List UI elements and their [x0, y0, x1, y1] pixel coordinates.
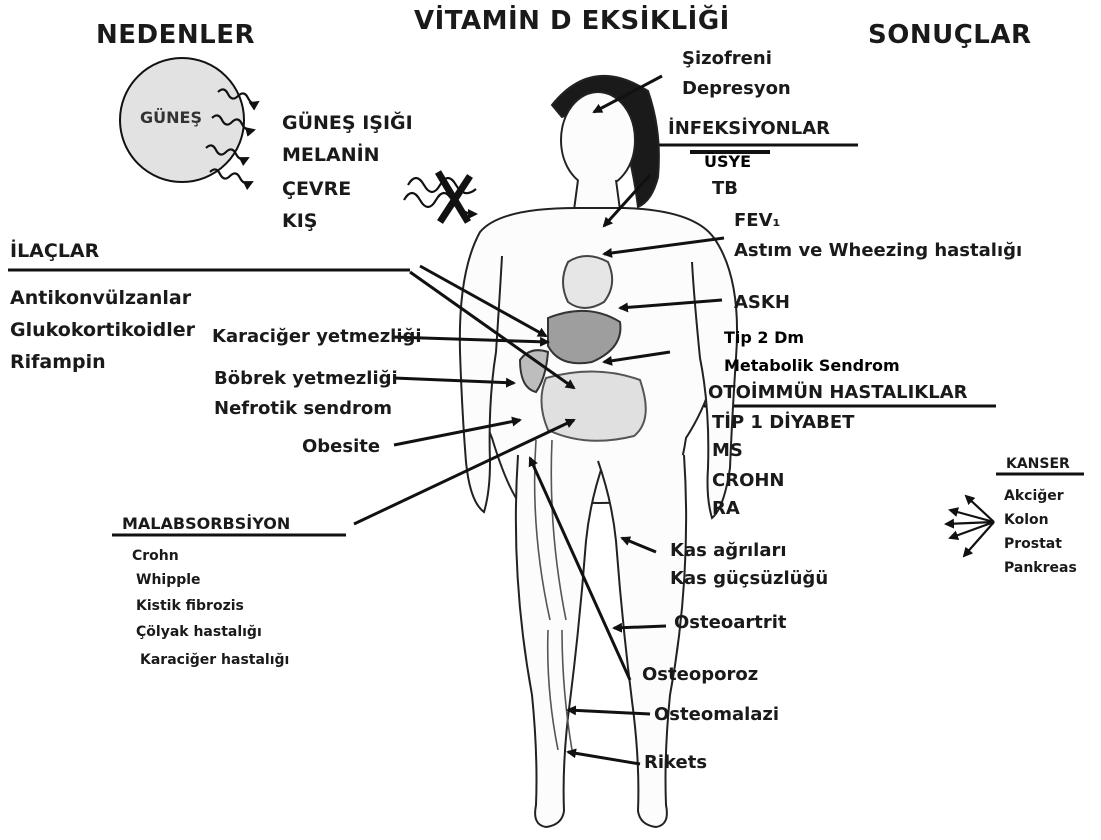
liver-cause: Karaciğer yetmezliği [212, 326, 422, 347]
malabsorption-item: Çölyak hastalığı [136, 624, 262, 640]
drug-item: Antikonvülzanlar [10, 287, 191, 309]
autoimmune-item: TİP 1 DİYABET [712, 412, 854, 433]
metabolic-result: Metabolik Sendrom [724, 356, 900, 375]
cancer-arrows [946, 496, 994, 556]
cardio-result: ASKH [734, 292, 790, 313]
lung-result: FEV₁ [734, 210, 780, 231]
autoimmune-item: MS [712, 440, 743, 461]
cancer-item: Prostat [1004, 536, 1062, 552]
metabolic-result: Tip 2 Dm [724, 328, 804, 347]
infection-item: ÜSYE [704, 152, 751, 171]
obesity-cause: Obesite [302, 436, 380, 457]
blocked-sunlight-icon [404, 172, 476, 222]
autoimmune-item: CROHN [712, 470, 785, 491]
cancer-item: Pankreas [1004, 560, 1077, 576]
kidney-cause: Nefrotik sendrom [214, 398, 392, 419]
causes-heading: NEDENLER [96, 20, 255, 50]
drug-item: Rifampin [10, 351, 106, 373]
drug-item: Glukokortikoidler [10, 319, 195, 341]
cancer-item: Akciğer [1004, 488, 1064, 504]
drugs-heading: İLAÇLAR [10, 240, 99, 262]
malabsorption-item: Karaciğer hastalığı [140, 652, 289, 668]
malabsorption-item: Crohn [132, 548, 179, 564]
cancer-heading: KANSER [1006, 456, 1070, 472]
kidney-cause: Böbrek yetmezliği [214, 368, 398, 389]
results-heading: SONUÇLAR [868, 20, 1032, 50]
muscle-result: Kas güçsüzlüğü [670, 568, 828, 589]
muscle-result: Kas ağrıları [670, 540, 787, 561]
diagram-title: VİTAMİN D EKSİKLİĞİ [414, 6, 730, 36]
bone-result: Osteomalazi [654, 704, 779, 725]
malabsorption-item: Whipple [136, 572, 201, 588]
psych-result: Şizofreni [682, 48, 772, 69]
bone-result: Osteoporoz [642, 664, 758, 685]
autoimmune-heading: OTOİMMÜN HASTALIKLAR [708, 382, 968, 403]
sun-factor: KIŞ [282, 210, 317, 232]
sun-label: GÜNEŞ [140, 108, 202, 127]
sun-factor: ÇEVRE [282, 178, 351, 200]
malabsorption-heading: MALABSORBSİYON [122, 514, 290, 533]
bone-result: Osteoartrit [674, 612, 786, 633]
cancer-item: Kolon [1004, 512, 1049, 528]
infections-heading: İNFEKSİYONLAR [668, 118, 830, 139]
sun-factor: GÜNEŞ IŞIĞI [282, 112, 413, 134]
infection-item: TB [712, 178, 738, 199]
lung-result: Astım ve Wheezing hastalığı [734, 240, 1022, 261]
psych-result: Depresyon [682, 78, 791, 99]
autoimmune-item: RA [712, 498, 740, 519]
bone-result: Rikets [644, 752, 707, 773]
malabsorption-item: Kistik fibrozis [136, 598, 244, 614]
sun-factor: MELANİN [282, 144, 380, 166]
